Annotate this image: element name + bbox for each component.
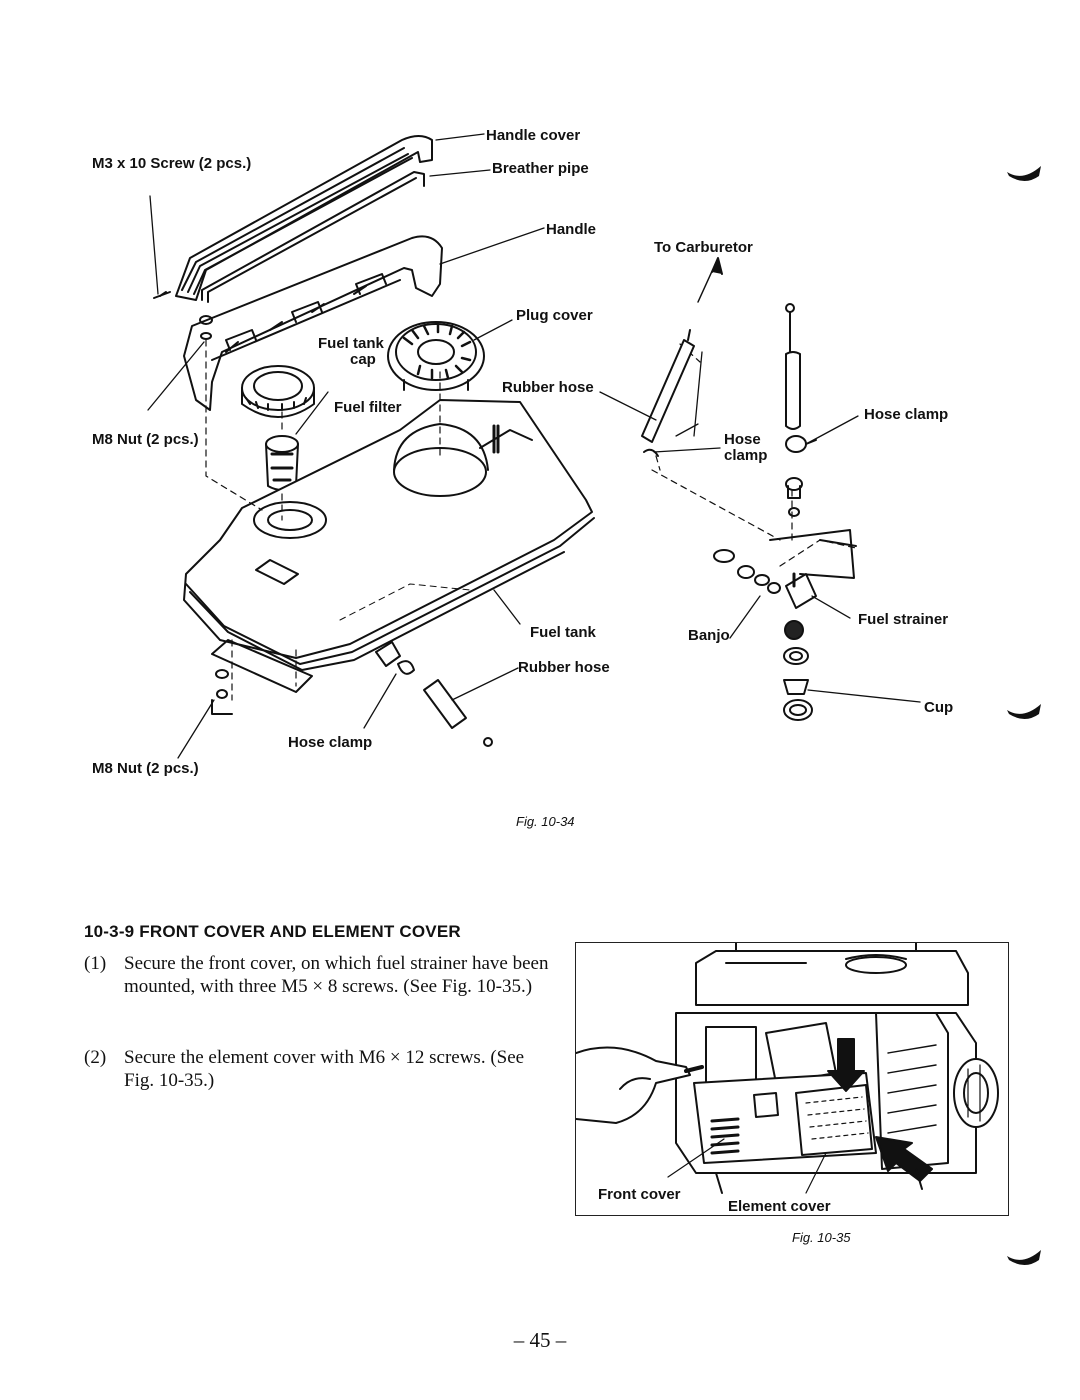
label-cup: Cup xyxy=(924,699,954,716)
page-number: – 45 – xyxy=(513,1328,567,1352)
label-handle-cover: Handle cover xyxy=(486,127,581,144)
step-1-number: (1) xyxy=(84,953,107,974)
label-breather-pipe: Breather pipe xyxy=(492,160,589,177)
plug-cover-part xyxy=(387,321,485,391)
leader-lines xyxy=(147,133,921,759)
label-rubber-hose-lower: Rubber hose xyxy=(518,659,610,676)
label-to-carburetor: To Carburetor xyxy=(654,239,753,256)
fuel-tank-cap-part xyxy=(241,365,315,418)
label-fuel-tank: Fuel tank xyxy=(530,624,596,641)
step-2: (2) Secure the element cover with M6 × 1… xyxy=(84,1046,554,1092)
step-2-number: (2) xyxy=(84,1047,107,1068)
step-1: (1) Secure the front cover, on which fue… xyxy=(84,952,554,998)
fuel-tank-part xyxy=(183,399,595,671)
section-heading: 10-3-9 FRONT COVER AND ELEMENT COVER xyxy=(84,922,461,941)
breather-pipe-part xyxy=(201,171,425,301)
label-hose-clamp-lower: Hose clamp xyxy=(288,734,373,751)
label-handle: Handle xyxy=(546,221,597,238)
front-cover-photo: Front cover Element cover xyxy=(575,942,1009,1216)
label-rubber-hose-upper: Rubber hose xyxy=(502,379,594,396)
carburetor-hose-part xyxy=(641,257,723,457)
label-m8-nut-upper: M8 Nut (2 pcs.) xyxy=(92,431,199,448)
label-fuel-filter: Fuel filter xyxy=(334,399,402,416)
fuel-strainer-assembly-part xyxy=(713,303,857,721)
label-hose-clamp-mid-line1: Hose xyxy=(724,431,761,448)
margin-mark xyxy=(1007,1250,1041,1265)
label-fuel-tank-cap-line2: cap xyxy=(350,351,376,368)
margin-mark xyxy=(1007,166,1041,181)
margin-mark xyxy=(1007,704,1041,719)
label-screw: M3 x 10 Screw (2 pcs.) xyxy=(92,155,252,172)
label-banjo: Banjo xyxy=(688,627,730,644)
handle-part xyxy=(183,235,443,411)
label-hose-clamp-mid-line2: clamp xyxy=(724,447,768,464)
figure-caption-10-35: Fig. 10-35 xyxy=(792,1230,851,1245)
m8-nut-upper-part xyxy=(153,291,213,340)
step-1-text: Secure the front cover, on which fuel st… xyxy=(124,953,549,998)
label-fuel-strainer: Fuel strainer xyxy=(858,611,949,628)
m8-nut-lower-part xyxy=(211,639,313,715)
label-front-cover: Front cover xyxy=(598,1186,681,1203)
label-plug-cover: Plug cover xyxy=(516,307,593,324)
step-2-text: Secure the element cover with M6 × 12 sc… xyxy=(124,1047,525,1092)
lower-rubber-hose-part xyxy=(375,641,493,747)
generator-illustration xyxy=(576,943,999,1194)
figure-caption-10-34: Fig. 10-34 xyxy=(516,814,575,829)
label-fuel-tank-cap-line1: Fuel tank xyxy=(318,335,384,352)
label-m8-nut-lower: M8 Nut (2 pcs.) xyxy=(92,760,199,777)
handle-cover-part xyxy=(175,135,433,301)
label-hose-clamp-right: Hose clamp xyxy=(864,406,949,423)
label-element-cover: Element cover xyxy=(728,1198,831,1215)
